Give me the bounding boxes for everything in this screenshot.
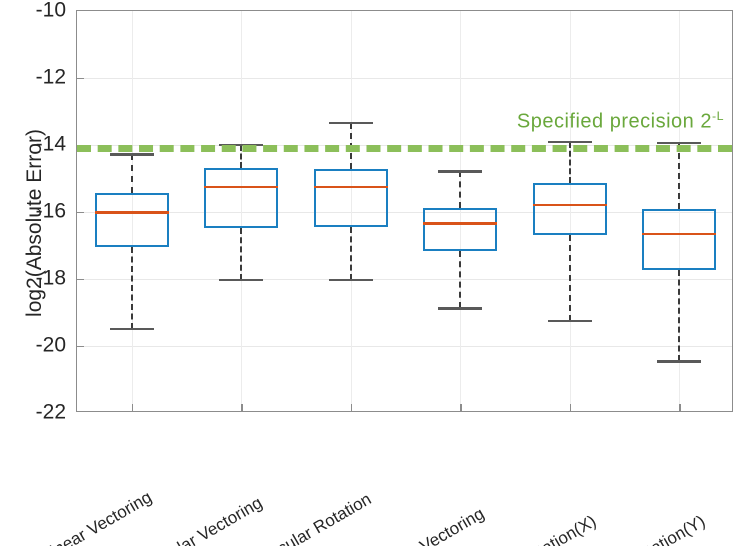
x-grid-line <box>241 11 243 411</box>
grid-line <box>77 279 732 280</box>
x-tick-mark <box>569 404 572 411</box>
y-tick-label: -18 <box>35 266 66 290</box>
box <box>423 207 498 251</box>
whisker-upper <box>568 141 571 183</box>
y-tick-label: -22 <box>35 400 66 424</box>
whisker-lower <box>240 227 243 280</box>
whisker-upper <box>459 171 462 208</box>
whisker-cap-lower <box>219 278 264 282</box>
grid-line <box>77 346 732 347</box>
whisker-cap-lower <box>438 307 483 310</box>
whisker-cap-upper <box>328 121 373 125</box>
median-line <box>204 185 279 189</box>
whisker-cap-lower <box>328 278 373 282</box>
whisker-upper <box>240 144 243 168</box>
median-line <box>94 211 169 214</box>
y-axis-title: log2(Absolute Error) <box>23 129 46 317</box>
x-grid-line <box>679 11 681 411</box>
whisker-upper <box>678 142 681 209</box>
whisker-cap-upper <box>547 140 592 144</box>
x-tick-mark <box>350 404 353 411</box>
specified-precision-label: Specified precision 2-L <box>517 109 724 134</box>
y-tick-label: -10 <box>35 0 66 22</box>
precision-label-exponent: -L <box>711 109 724 123</box>
y-tick-label: -16 <box>35 199 66 223</box>
box <box>642 208 717 270</box>
whisker-cap-lower <box>657 360 702 363</box>
specified-precision-line <box>77 145 732 152</box>
y-tick-mark <box>77 78 84 80</box>
y-tick-mark <box>77 212 84 214</box>
x-tick-mark <box>241 404 243 411</box>
grid-line <box>77 212 732 213</box>
x-grid-line <box>350 11 352 411</box>
whisker-lower <box>568 235 571 321</box>
x-tick-label: Circular Rotation <box>255 489 375 546</box>
median-line <box>423 222 498 225</box>
whisker-cap-upper <box>438 170 483 173</box>
x-tick-mark <box>679 404 681 411</box>
grid-line <box>77 78 732 79</box>
whisker-lower <box>130 247 133 329</box>
x-grid-line <box>569 11 571 411</box>
y-tick-label: -14 <box>35 132 66 156</box>
whisker-cap-upper <box>109 153 154 156</box>
whisker-cap-upper <box>657 141 702 145</box>
whisker-cap-upper <box>219 143 264 147</box>
plot-area: Specified precision 2-L <box>76 10 733 412</box>
whisker-upper <box>130 154 133 193</box>
x-grid-line <box>460 11 462 411</box>
median-line <box>532 203 607 207</box>
y-tick-label: -20 <box>35 333 66 357</box>
whisker-lower <box>459 250 462 309</box>
box <box>532 182 607 236</box>
box <box>313 169 388 228</box>
median-line <box>313 185 388 189</box>
whisker-cap-lower <box>109 327 154 331</box>
x-tick-mark <box>131 404 134 411</box>
y-axis-tick-labels: -10 -12 -14 -16 -18 -20 -22 <box>0 0 70 546</box>
y-tick-mark <box>77 279 84 281</box>
x-tick-mark <box>460 404 462 411</box>
box <box>94 192 169 248</box>
x-tick-label: Circular Vectoring <box>140 493 266 546</box>
median-line <box>642 232 717 236</box>
y-tick-label: -12 <box>35 65 66 89</box>
precision-label-text: Specified precision 2 <box>516 110 712 133</box>
box <box>204 167 279 228</box>
whisker-cap-lower <box>547 319 592 323</box>
whisker-lower <box>678 269 681 362</box>
whisker-lower <box>349 227 352 280</box>
y-tick-mark <box>77 346 84 348</box>
